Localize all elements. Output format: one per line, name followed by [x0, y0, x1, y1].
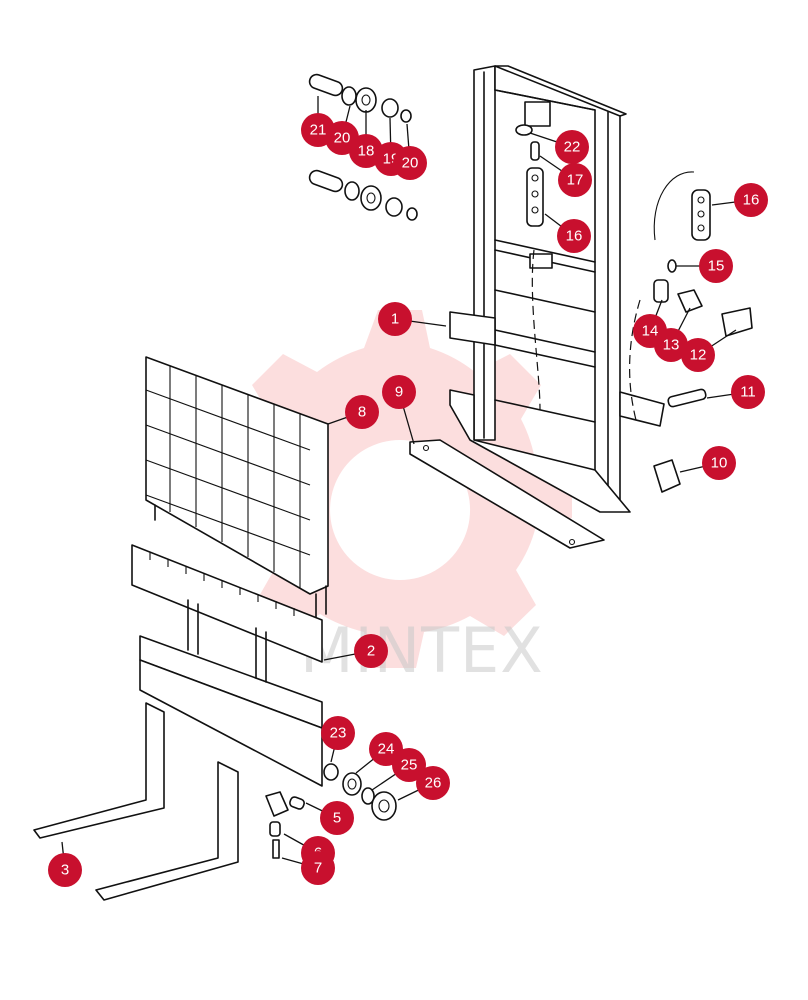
- callout-20: 20: [393, 123, 427, 180]
- callout-10: 10: [679, 446, 736, 480]
- chain-center: [515, 124, 544, 227]
- callout-number: 7: [314, 860, 322, 877]
- callout-11: 11: [706, 375, 765, 409]
- callout-badge: [48, 853, 82, 887]
- callout-17: 17: [539, 155, 592, 197]
- callout-badge: [320, 801, 354, 835]
- callout-14: 14: [633, 299, 667, 348]
- callout-number: 5: [333, 810, 341, 827]
- callout-number: 12: [690, 347, 707, 364]
- callout-26: 26: [397, 766, 450, 801]
- callout-number: 23: [330, 725, 347, 742]
- callout-21: 21: [301, 96, 335, 147]
- hardware-right: [653, 259, 753, 493]
- callout-badge: [699, 249, 733, 283]
- callout-number: 8: [358, 404, 366, 421]
- callout-badge: [557, 219, 591, 253]
- callout-badge: [345, 395, 379, 429]
- callout-3: 3: [48, 841, 82, 887]
- callout-23: 23: [321, 716, 355, 763]
- callout-number: 14: [642, 323, 659, 340]
- roller-set-upper: [308, 73, 412, 123]
- roller-set-lower: [308, 169, 418, 221]
- callout-badge: [681, 338, 715, 372]
- callout-number: 10: [711, 455, 728, 472]
- callout-badge: [731, 375, 765, 409]
- callout-number: 13: [663, 337, 680, 354]
- callout-badge: [382, 375, 416, 409]
- callout-number: 25: [401, 757, 418, 774]
- callout-number: 15: [708, 258, 725, 275]
- forks: [33, 702, 239, 901]
- callout-number: 1: [391, 311, 399, 328]
- callout-15: 15: [676, 249, 733, 283]
- mast-frame: [449, 65, 665, 513]
- callout-badge: [301, 851, 335, 885]
- callout-16: 16: [544, 213, 591, 253]
- watermark-text: MINTEX: [300, 614, 544, 687]
- callout-badge: [378, 302, 412, 336]
- callout-number: 26: [425, 775, 442, 792]
- callout-22: 22: [529, 130, 589, 164]
- callout-8: 8: [327, 395, 379, 429]
- callout-16: 16: [711, 183, 768, 217]
- callout-number: 22: [564, 139, 581, 156]
- callout-badge: [702, 446, 736, 480]
- callout-number: 16: [566, 228, 583, 245]
- callout-badge: [555, 130, 589, 164]
- fork-carriage: [131, 544, 323, 787]
- callout-7: 7: [281, 851, 335, 885]
- callout-12: 12: [681, 329, 737, 372]
- callout-25: 25: [371, 748, 426, 791]
- callout-2: 2: [323, 634, 388, 668]
- callouts: 1235678910111213141516161718192020212223…: [48, 96, 768, 887]
- base-plate: [409, 439, 605, 549]
- callout-badge: [354, 634, 388, 668]
- callout-number: 17: [567, 172, 584, 189]
- callout-badge: [392, 748, 426, 782]
- callout-number: 20: [402, 155, 419, 172]
- chain-right: [653, 171, 711, 241]
- callout-number: 3: [61, 862, 69, 879]
- callout-badge: [416, 766, 450, 800]
- callout-number: 18: [358, 143, 375, 160]
- callout-9: 9: [382, 375, 416, 445]
- callout-number: 24: [378, 741, 395, 758]
- callout-number: 11: [740, 384, 756, 401]
- callout-number: 16: [743, 192, 760, 209]
- callout-1: 1: [378, 302, 447, 336]
- load-backrest: [145, 356, 329, 619]
- callout-badge: [393, 146, 427, 180]
- callout-badge: [301, 113, 335, 147]
- hardware-bottom: [265, 763, 397, 859]
- callout-5: 5: [305, 801, 354, 835]
- callout-number: 21: [310, 122, 327, 139]
- callout-number: 2: [367, 643, 375, 660]
- callout-badge: [734, 183, 768, 217]
- callout-number: 20: [334, 130, 351, 147]
- callout-badge: [633, 314, 667, 348]
- callout-badge: [558, 163, 592, 197]
- callout-badge: [321, 716, 355, 750]
- callout-number: 9: [395, 384, 403, 401]
